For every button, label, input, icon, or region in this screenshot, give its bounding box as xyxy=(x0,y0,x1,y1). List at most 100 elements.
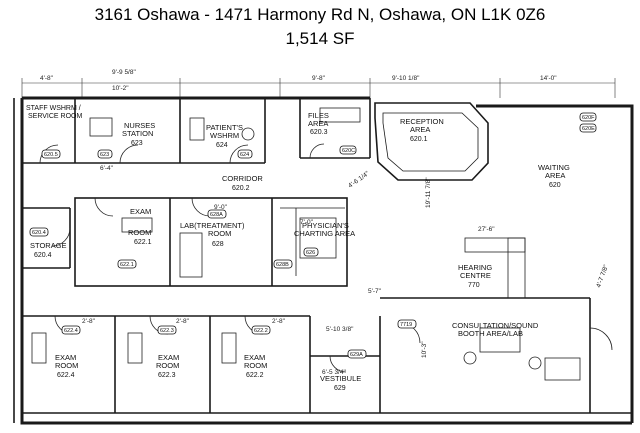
svg-text:626: 626 xyxy=(306,250,315,256)
outer-walls xyxy=(13,96,634,425)
floor-plan: 4'-8" 9'-9 5/8" 10'-2" 9'-8" 9'-10 1/8" … xyxy=(13,69,634,425)
room-label-storage: STORAGE 620.4 xyxy=(30,241,67,259)
dim-vestibule-width: 5'-10 3/8" xyxy=(326,326,354,333)
svg-text:620.2: 620.2 xyxy=(232,185,250,192)
svg-text:622.1: 622.1 xyxy=(120,262,134,268)
svg-text:WSHRM: WSHRM xyxy=(210,131,239,140)
svg-text:620E: 620E xyxy=(582,126,595,132)
svg-text:STORAGE: STORAGE xyxy=(30,241,67,250)
svg-text:622.1: 622.1 xyxy=(134,239,152,246)
dim-consult-depth: 10'-3" xyxy=(421,341,428,358)
dim-top-6: 14'-0" xyxy=(540,75,557,82)
tag-620c: 620C xyxy=(339,145,357,155)
dim-corridor-left: 6'-4" xyxy=(100,165,114,172)
room-label-files: FILES AREA 620.3 xyxy=(308,111,329,136)
tag-628b: 628B xyxy=(273,259,293,269)
area-subtitle: 1,514 SF xyxy=(285,29,355,48)
svg-text:STATION: STATION xyxy=(122,129,153,138)
room-label-exam4: EXAM ROOM 622.4 xyxy=(55,353,78,379)
svg-text:620.1: 620.1 xyxy=(410,136,428,143)
room-label-exam2: EXAM ROOM 622.2 xyxy=(244,353,267,379)
svg-text:STAFF WSHRM /: STAFF WSHRM / xyxy=(26,105,81,112)
room-label-vestibule: VESTIBULE 629 xyxy=(320,374,361,392)
svg-text:EXAM: EXAM xyxy=(158,353,179,362)
room-label-corridor: CORRIDOR 620.2 xyxy=(222,174,263,192)
dim-waiting-depth: 19'-11 7/8" xyxy=(425,177,432,208)
svg-text:629: 629 xyxy=(334,385,346,392)
dim-corridor-width: 5'-7" xyxy=(368,288,382,295)
tag-626: 626 xyxy=(303,247,319,257)
room-label-waiting: WAITING AREA 620 xyxy=(538,163,570,189)
room-label-lab: LAB(TREATMENT) ROOM 628 xyxy=(180,221,245,248)
svg-text:622.3: 622.3 xyxy=(158,372,176,379)
svg-text:620.3: 620.3 xyxy=(310,129,328,136)
svg-text:ROOM: ROOM xyxy=(128,228,151,237)
dim-top-2: 9'-9 5/8" xyxy=(112,69,136,76)
svg-text:BOOTH AREA/LAB: BOOTH AREA/LAB xyxy=(458,329,523,338)
svg-text:770: 770 xyxy=(468,282,480,289)
dim-top-4: 9'-8" xyxy=(312,75,326,82)
room-label-exam3: EXAM ROOM 622.3 xyxy=(156,353,179,379)
interior-walls xyxy=(22,98,591,413)
svg-text:EXAM: EXAM xyxy=(130,207,151,216)
svg-text:620.4: 620.4 xyxy=(32,230,46,236)
svg-text:628: 628 xyxy=(212,241,224,248)
tag-7719: 7719 xyxy=(397,319,417,329)
svg-text:628B: 628B xyxy=(276,262,289,268)
tag-623: 623 xyxy=(97,149,113,159)
tag-629a: 629A xyxy=(347,349,367,359)
dim-top-3: 10'-2" xyxy=(112,85,129,92)
svg-text:622.4: 622.4 xyxy=(57,372,75,379)
dim-exam2-door: 2'-8" xyxy=(272,318,286,325)
svg-text:ROOM: ROOM xyxy=(55,361,78,370)
svg-text:620C: 620C xyxy=(342,148,355,154)
page-title: 3161 Oshawa - 1471 Harmony Rd N, Oshawa,… xyxy=(94,5,546,24)
svg-text:CORRIDOR: CORRIDOR xyxy=(222,174,263,183)
svg-text:623: 623 xyxy=(100,152,109,158)
tag-624: 624 xyxy=(237,149,253,159)
tag-622-2: 622.2 xyxy=(251,325,271,335)
svg-text:620.4: 620.4 xyxy=(34,252,52,259)
dim-physician-width: 7'-0" xyxy=(300,219,314,226)
tag-620e: 620E xyxy=(579,123,597,133)
svg-text:PHYSICIAN'S: PHYSICIAN'S xyxy=(302,221,349,230)
svg-text:622.4: 622.4 xyxy=(64,328,78,334)
svg-text:622.3: 622.3 xyxy=(160,328,174,334)
svg-text:620.5: 620.5 xyxy=(44,152,58,158)
svg-text:ROOM: ROOM xyxy=(156,361,179,370)
room-label-physician: PHYSICIAN'S CHARTING AREA xyxy=(294,221,355,238)
top-dimension-line xyxy=(21,78,616,98)
svg-text:FILES: FILES xyxy=(308,111,329,120)
room-label-reception: RECEPTION AREA 620.1 xyxy=(400,117,444,143)
furniture xyxy=(31,107,581,381)
room-label-exam1: EXAM ROOM 622.1 xyxy=(128,207,152,246)
svg-text:LAB(TREATMENT): LAB(TREATMENT) xyxy=(180,221,245,230)
svg-text:628A: 628A xyxy=(210,212,223,218)
tag-620-5: 620.5 xyxy=(41,149,61,159)
svg-text:VESTIBULE: VESTIBULE xyxy=(320,374,361,383)
svg-text:AREA: AREA xyxy=(410,125,430,134)
dim-top-1: 4'-8" xyxy=(40,75,54,82)
svg-text:ROOM: ROOM xyxy=(208,229,231,238)
svg-text:624: 624 xyxy=(240,152,249,158)
dim-hearing-width: 27'-6" xyxy=(478,226,495,233)
svg-text:624: 624 xyxy=(216,142,228,149)
dim-lab-width: 9'-0" xyxy=(214,204,228,211)
svg-text:AREA: AREA xyxy=(545,171,565,180)
svg-text:ROOM: ROOM xyxy=(244,361,267,370)
dim-exam4-door: 2'-8" xyxy=(82,318,96,325)
svg-text:HEARING: HEARING xyxy=(458,263,492,272)
tag-622-3: 622.3 xyxy=(157,325,177,335)
svg-text:623: 623 xyxy=(131,140,143,147)
svg-text:620: 620 xyxy=(549,182,561,189)
svg-text:NURSES: NURSES xyxy=(124,121,155,130)
svg-text:PATIENT'S: PATIENT'S xyxy=(206,123,243,132)
tag-622-1: 622.1 xyxy=(117,259,137,269)
svg-text:CENTRE: CENTRE xyxy=(460,271,491,280)
svg-text:620F: 620F xyxy=(582,115,595,121)
room-label-nurses: NURSES STATION 623 xyxy=(122,121,155,147)
svg-text:WAITING: WAITING xyxy=(538,163,570,172)
dim-vestibule-depth: 6'-5 3/4" xyxy=(322,369,346,376)
room-label-patients: PATIENT'S WSHRM 624 xyxy=(206,123,243,149)
tag-622-4: 622.4 xyxy=(61,325,81,335)
